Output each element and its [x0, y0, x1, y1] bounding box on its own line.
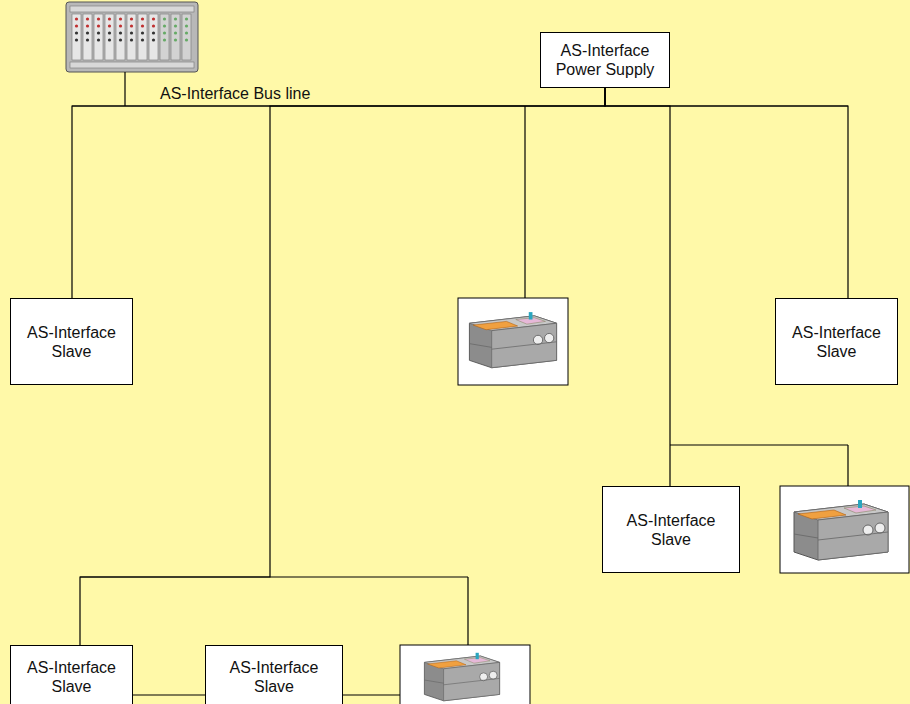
- slave-box: AS-Interface Slave: [602, 486, 740, 573]
- bus-wiring: [72, 72, 848, 695]
- bus-connector: [80, 88, 605, 645]
- slave-box: AS-Interface Slave: [775, 298, 898, 385]
- bus-connector: [72, 88, 605, 298]
- power-supply-box: AS-Interface Power Supply: [540, 32, 670, 88]
- slave-box: AS-Interface Slave: [10, 298, 133, 385]
- bus-connector: [133, 694, 205, 695]
- box-label: AS-Interface Slave: [20, 323, 124, 361]
- bus-label: AS-Interface Bus line: [157, 84, 313, 103]
- box-label: AS-Interface Slave: [222, 658, 326, 696]
- slave-box: AS-Interface Slave: [205, 645, 343, 704]
- slave-box: AS-Interface Slave: [10, 645, 133, 704]
- bus-connector: [605, 88, 670, 486]
- box-label: AS-Interface Slave: [785, 323, 889, 361]
- box-label: AS-Interface Slave: [619, 511, 723, 549]
- module-picture: [400, 298, 909, 704]
- box-label: AS-Interface Slave: [20, 658, 124, 696]
- box-label: AS-Interface Power Supply: [553, 41, 657, 79]
- plc-rack: [66, 2, 198, 72]
- bus-connector: [605, 88, 848, 298]
